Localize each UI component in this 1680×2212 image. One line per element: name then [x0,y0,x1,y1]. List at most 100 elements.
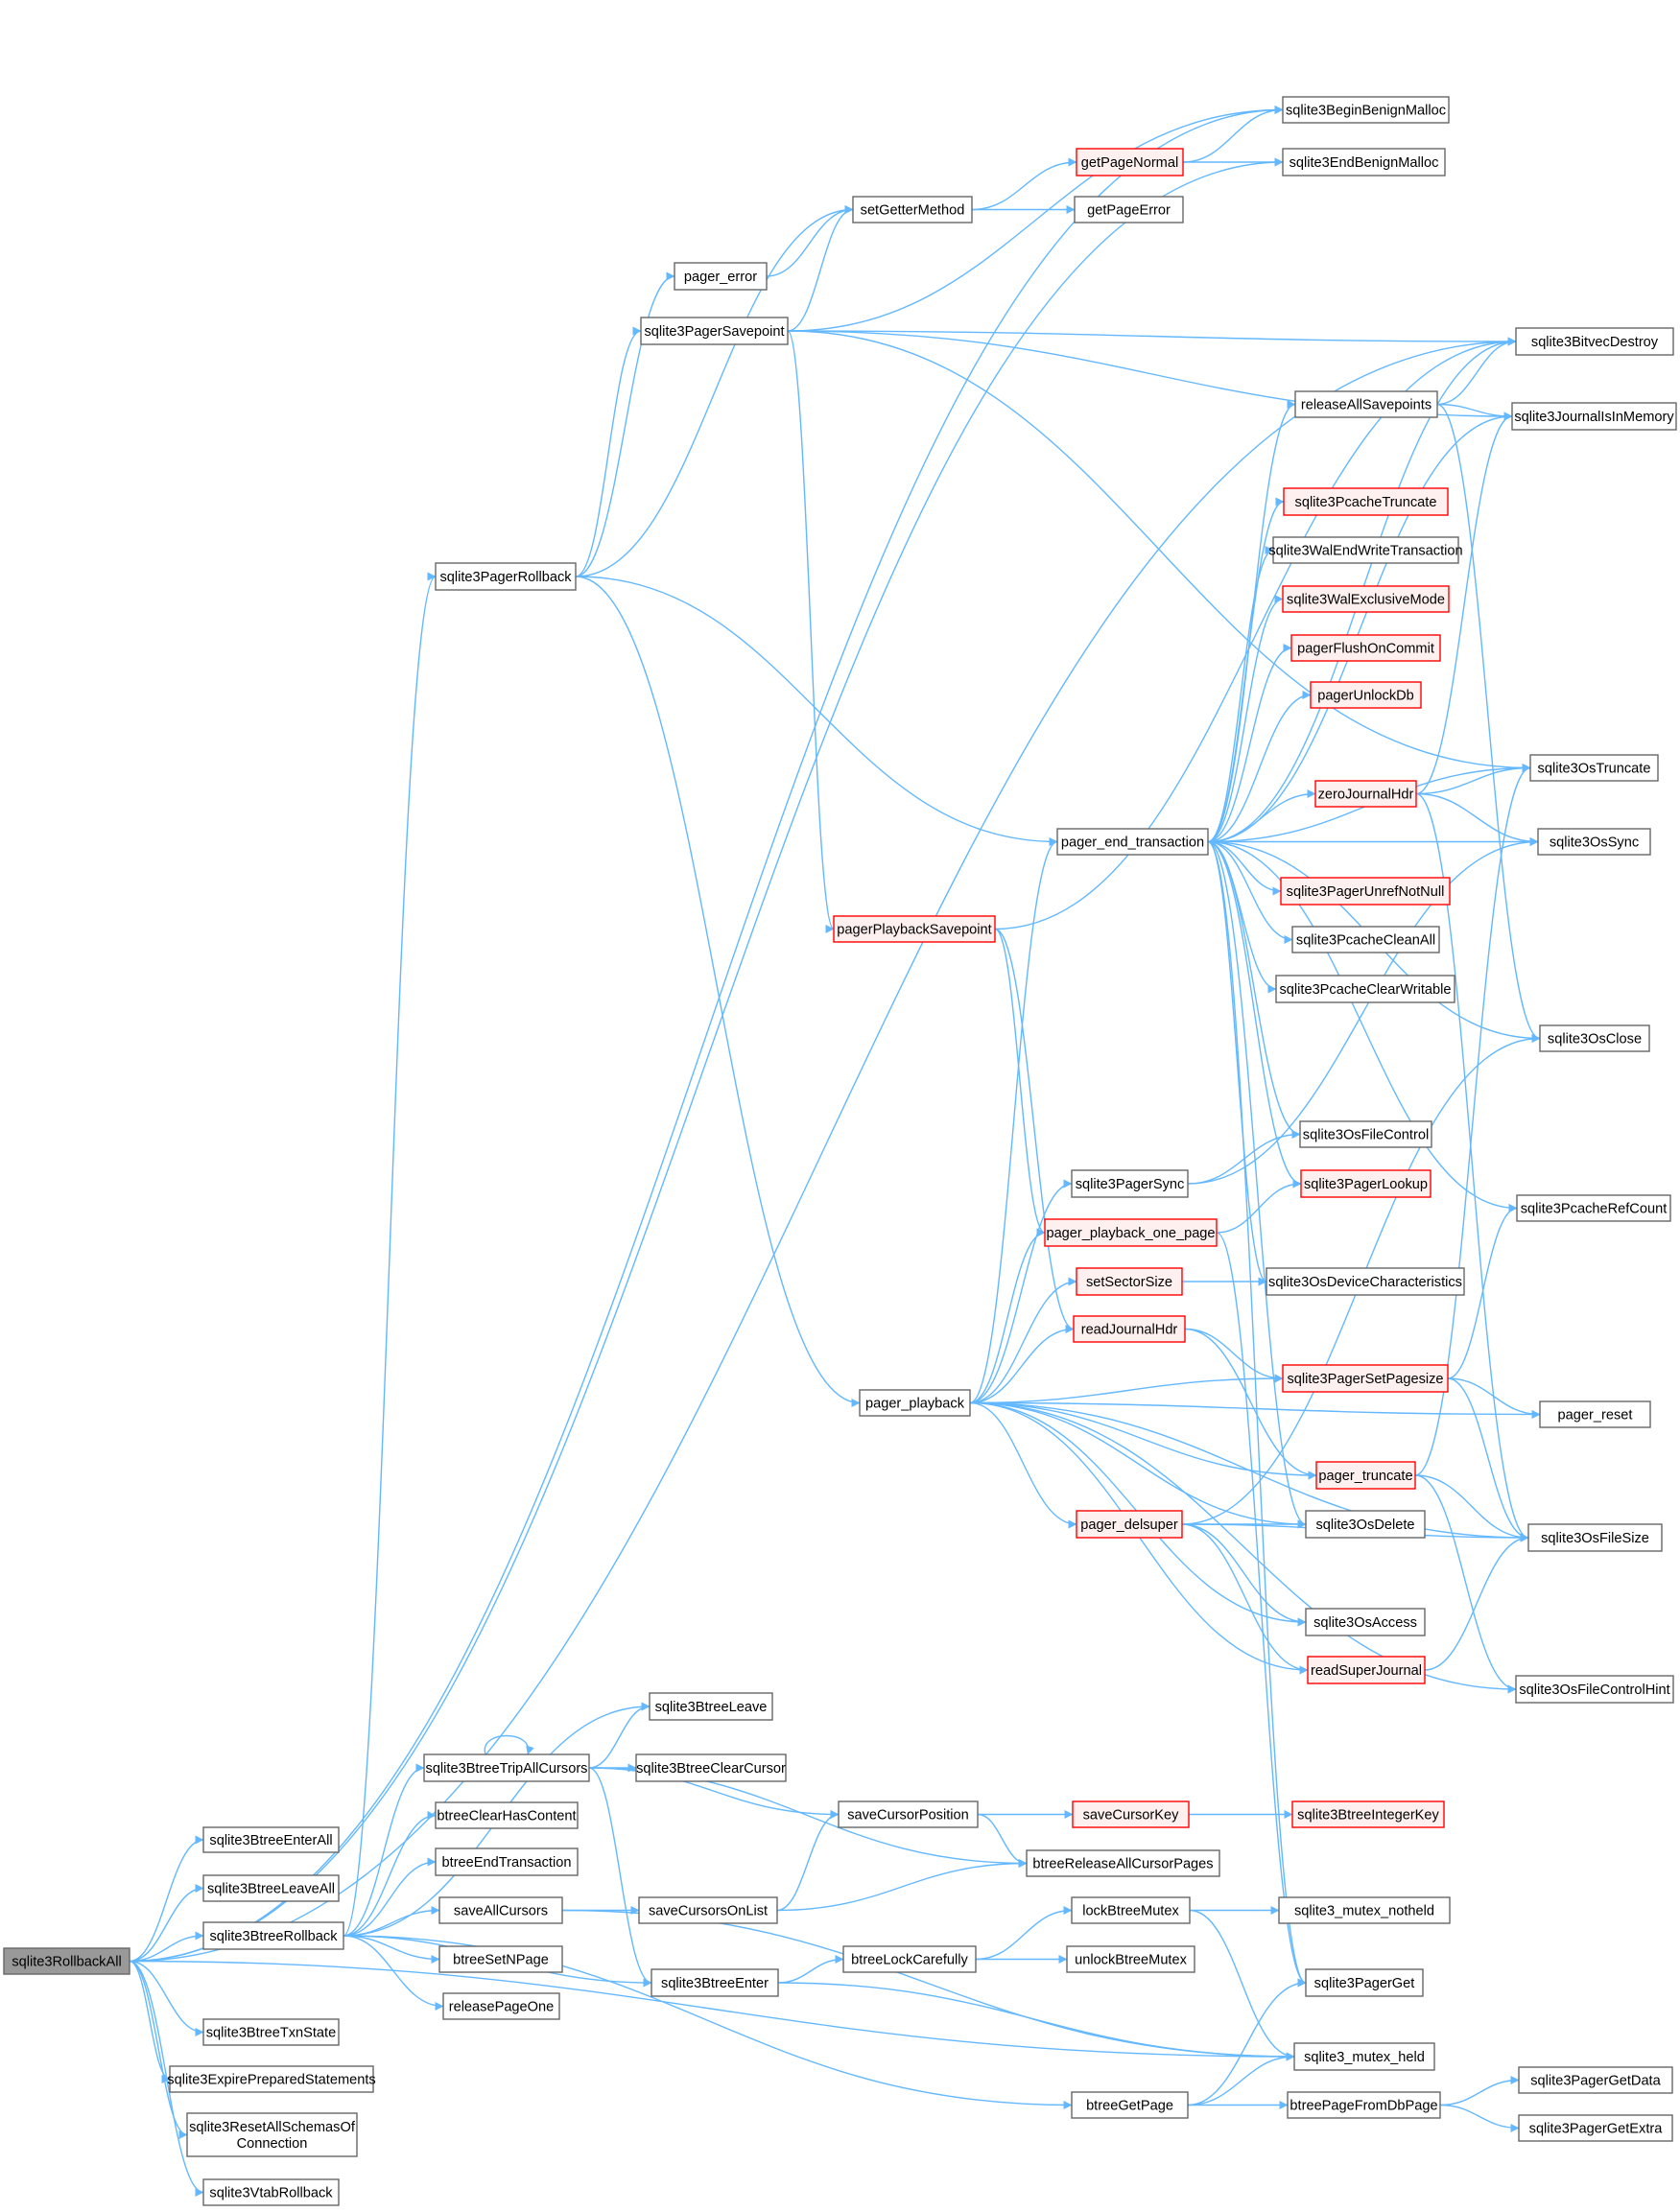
node-begin-benign[interactable]: sqlite3BeginBenignMalloc [1282,96,1450,124]
node-pager-rollback[interactable]: sqlite3PagerRollback [435,562,577,591]
node-trip-all[interactable]: sqlite3BtreeTripAllCursors [423,1753,590,1782]
node-os-access[interactable]: sqlite3OsAccess [1305,1608,1426,1636]
node-label: sqlite3BitvecDestroy [1531,335,1659,350]
node-pager-save[interactable]: sqlite3PagerSavepoint [640,317,789,345]
node-set-getter[interactable]: setGetterMethod [852,196,973,224]
node-page-from-db[interactable]: btreePageFromDbPage [1287,2091,1441,2119]
node-unref-not-null[interactable]: sqlite3PagerUnrefNotNull [1280,877,1451,906]
node-unlock-db[interactable]: pagerUnlockDb [1310,681,1422,709]
node-box [169,2065,374,2093]
node-int-key[interactable]: sqlite3BtreeIntegerKey [1291,1800,1445,1828]
node-box [202,1921,344,1950]
node-pager-trunc[interactable]: pager_truncate [1315,1461,1416,1490]
node-expire-prep[interactable]: sqlite3ExpirePreparedStatements [167,2065,376,2093]
node-pager-sync[interactable]: sqlite3PagerSync [1071,1169,1189,1198]
node-lock-care[interactable]: btreeLockCarefully [842,1945,977,1973]
node-end-trans[interactable]: btreeEndTransaction [435,1847,579,1876]
node-flush-on-commit[interactable]: pagerFlushOnCommit [1290,634,1441,662]
call-edge-line [1184,1328,1317,1480]
node-save-on-list[interactable]: saveCursorsOnList [638,1896,778,1924]
node-pager-playback[interactable]: pager_playback [859,1389,971,1417]
node-vtab-rollback[interactable]: sqlite3VtabRollback [202,2178,340,2206]
node-pcache-clean-all[interactable]: sqlite3PcacheCleanAll [1291,926,1440,953]
node-os-delete[interactable]: sqlite3OsDelete [1305,1510,1426,1539]
node-get-data[interactable]: sqlite3PagerGetData [1518,2066,1673,2094]
node-delsuper[interactable]: pager_delsuper [1076,1510,1183,1539]
node-pager-error[interactable]: pager_error [674,262,768,291]
node-read-super[interactable]: readSuperJournal [1307,1656,1426,1684]
node-os-file-ctrl[interactable]: sqlite3OsFileControl [1299,1120,1432,1148]
node-wal-end-write[interactable]: sqlite3WalEndWriteTransaction [1268,536,1463,564]
node-set-sector[interactable]: setSectorSize [1076,1267,1183,1296]
node-pager-reset[interactable]: pager_reset [1539,1400,1651,1428]
node-pager-end-trans[interactable]: pager_end_transaction [1056,828,1209,856]
call-edge-line [969,1401,1517,1694]
node-box [1299,1120,1432,1148]
node-root[interactable]: sqlite3RollbackAll [3,1947,130,1975]
node-rel-all-save[interactable]: releaseAllSavepoints [1294,390,1438,418]
node-clear-cursor[interactable]: sqlite3BtreeClearCursor [635,1753,787,1782]
node-rel-all-pages[interactable]: btreeReleaseAllCursorPages [1026,1849,1220,1877]
node-get-page-error[interactable]: getPageError [1074,196,1184,224]
node-get-extra[interactable]: sqlite3PagerGetExtra [1518,2114,1673,2142]
call-edge-line [969,1374,1284,1404]
node-pager-get[interactable]: sqlite3PagerGet [1305,1968,1424,1997]
call-edge-line [1182,106,1284,163]
node-label: pager_playback_one_page [1046,1226,1215,1241]
node-read-j-hdr[interactable]: readJournalHdr [1073,1315,1186,1343]
node-set-pagesize[interactable]: sqlite3PagerSetPagesize [1282,1364,1449,1393]
node-pcache-trunc[interactable]: sqlite3PcacheTruncate [1283,487,1449,516]
node-dev-char[interactable]: sqlite3OsDeviceCharacteristics [1266,1267,1465,1296]
call-edge [129,1960,204,2036]
call-edge-line [977,1813,1028,1868]
node-os-close[interactable]: sqlite3OsClose [1539,1024,1650,1052]
node-bt-leave-all[interactable]: sqlite3BtreeLeaveAll [202,1874,340,1902]
node-label: sqlite3BtreeTxnState [206,2026,336,2041]
node-zero-journal[interactable]: zeroJournalHdr [1314,780,1417,808]
node-unlock-mutex[interactable]: unlockBtreeMutex [1066,1945,1195,1973]
node-journal-in-mem[interactable]: sqlite3JournalIsInMemory [1511,402,1677,431]
node-bitvec-destroy[interactable]: sqlite3BitvecDestroy [1515,327,1674,356]
call-edge-line [1415,792,1539,846]
call-edge-line [1207,840,1267,1286]
node-pcache-clear-w[interactable]: sqlite3PcacheClearWritable [1275,975,1455,1003]
node-label: sqlite3BtreeLeave [655,1700,768,1715]
node-get-page[interactable]: btreeGetPage [1071,2091,1189,2119]
node-release-pg1[interactable]: releasePageOne [442,1992,560,2020]
node-set-n-page[interactable]: btreeSetNPage [438,1945,563,1973]
node-pager-lookup[interactable]: sqlite3PagerLookup [1300,1169,1432,1198]
node-label: sqlite3ExpirePreparedStatements [167,2073,375,2088]
call-edge [575,576,861,1407]
call-edge-line [575,271,675,577]
node-label: sqlite3PcacheRefCount [1521,1202,1668,1217]
node-bt-rollback[interactable]: sqlite3BtreeRollback [202,1921,344,1950]
node-end-benign[interactable]: sqlite3EndBenignMalloc [1282,148,1446,176]
node-save-cur-key[interactable]: saveCursorKey [1072,1800,1190,1828]
node-save-cur-pos[interactable]: saveCursorPosition [838,1800,979,1828]
node-bt-txn-state[interactable]: sqlite3BtreeTxnState [202,2018,340,2046]
node-label: sqlite3BtreeRollback [209,1929,338,1944]
node-os-file-size[interactable]: sqlite3OsFileSize [1527,1523,1663,1552]
node-box [1071,1169,1189,1198]
node-clear-has[interactable]: btreeClearHasContent [435,1801,579,1829]
node-pager-play-save[interactable]: pagerPlaybackSavepoint [833,915,996,943]
node-box [1314,780,1417,808]
node-wal-excl[interactable]: sqlite3WalExclusiveMode [1282,585,1450,613]
node-os-truncate[interactable]: sqlite3OsTruncate [1529,754,1659,782]
node-ref-count[interactable]: sqlite3PcacheRefCount [1516,1194,1671,1222]
call-edge [776,1859,1028,1912]
node-os-sync[interactable]: sqlite3OsSync [1537,828,1651,856]
node-label: Connection [237,2136,308,2152]
node-lock-mutex[interactable]: lockBtreeMutex [1071,1896,1191,1924]
node-save-all[interactable]: saveAllCursors [438,1896,563,1924]
node-get-page-normal[interactable]: getPageNormal [1076,148,1184,176]
node-label: sqlite3PcacheTruncate [1295,495,1437,510]
node-bt-enter[interactable]: sqlite3BtreeEnter [651,1968,779,1997]
node-bt-enter-all[interactable]: sqlite3BtreeEnterAll [202,1826,340,1853]
node-file-ctrl-hint[interactable]: sqlite3OsFileControlHint [1515,1675,1674,1704]
node-notheld[interactable]: sqlite3_mutex_notheld [1278,1896,1451,1924]
node-play-one-page[interactable]: pager_playback_one_page [1044,1218,1218,1247]
node-btree-leave[interactable]: sqlite3BtreeLeave [649,1692,773,1721]
node-held[interactable]: sqlite3_mutex_held [1293,2042,1435,2071]
